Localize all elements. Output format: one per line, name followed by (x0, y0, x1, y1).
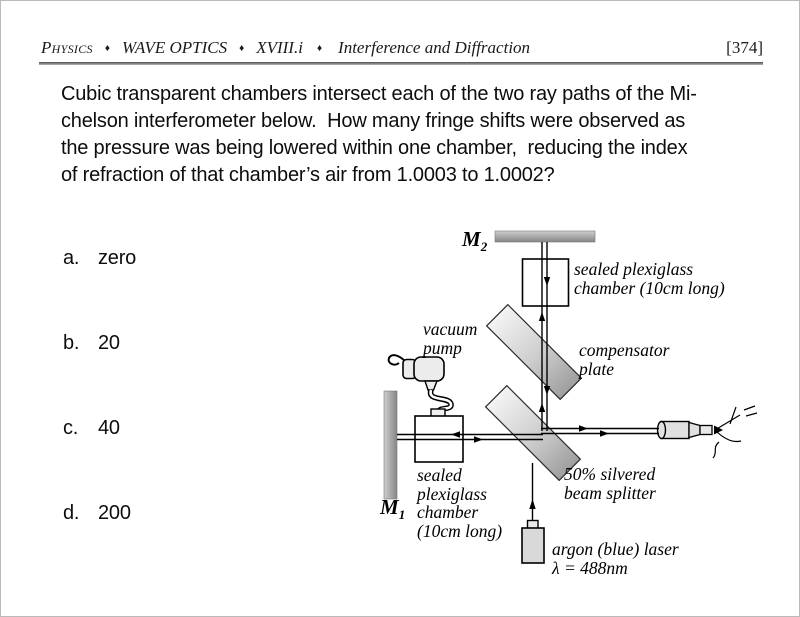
beam-splitter-shape (484, 384, 582, 482)
mirror-m1-label: M1 (380, 495, 406, 523)
header-topic: Interference and Diffraction (338, 38, 531, 57)
mirror-m1 (383, 390, 398, 500)
vacuum-pump-icon (387, 354, 454, 414)
header-subject: Physics (41, 38, 93, 57)
choice-text: 40 (98, 417, 120, 439)
beam-splitter-label: 50% silvered beam splitter (564, 464, 656, 503)
telescope-icon (656, 420, 713, 440)
header-section-code: XVIII.i (256, 38, 303, 57)
choice-letter: a. (63, 247, 80, 269)
question-line: the pressure was being lowered within on… (61, 137, 688, 159)
top-chamber (521, 258, 570, 307)
top-chamber-label: sealed plexiglass chamber (10cm long) (574, 259, 725, 298)
page-header: Physics ♦ WAVE OPTICS ♦ XVIII.i ♦ Interf… (41, 38, 763, 58)
header-unit: WAVE OPTICS (121, 38, 228, 57)
left-chamber-label: sealed plexiglass chamber (10cm long) (417, 465, 503, 541)
vacuum-pump-label: vacuum pump (423, 319, 478, 358)
choice-d: d. 200 (63, 502, 131, 525)
choice-text: zero (98, 247, 137, 269)
choice-text: 20 (98, 332, 120, 354)
choice-letter: c. (63, 417, 79, 439)
question-line: of refraction of that chamber’s air from… (61, 164, 555, 186)
observer-eye-icon (712, 405, 758, 459)
compensator-plate-shape (485, 303, 583, 401)
beam-paths (397, 242, 659, 520)
laser-icon (521, 519, 545, 564)
diamond-separator-icon: ♦ (239, 43, 245, 54)
compensator-plate-label: compensator plate (579, 340, 670, 379)
mirror-m2 (494, 230, 596, 243)
header-rule (39, 62, 763, 65)
question-line: chelson interferometer below. How many f… (61, 110, 686, 132)
choice-b: b. 20 (63, 332, 120, 355)
question-text: Cubic transparent chambers intersect eac… (61, 81, 761, 189)
laser-label: argon (blue) laser λ = 488nm (552, 539, 679, 578)
choice-text: 200 (98, 502, 131, 524)
choice-c: c. 40 (63, 417, 120, 440)
beam-arrows (451, 277, 609, 509)
question-line: Cubic transparent chambers intersect eac… (61, 83, 697, 105)
choice-letter: d. (63, 502, 80, 524)
diamond-separator-icon: ♦ (104, 43, 110, 54)
page-number: [374] (726, 38, 763, 57)
choice-a: a. zero (63, 247, 136, 270)
mirror-m2-label: M2 (462, 227, 488, 255)
choice-letter: b. (63, 332, 80, 354)
diamond-separator-icon: ♦ (316, 43, 323, 54)
